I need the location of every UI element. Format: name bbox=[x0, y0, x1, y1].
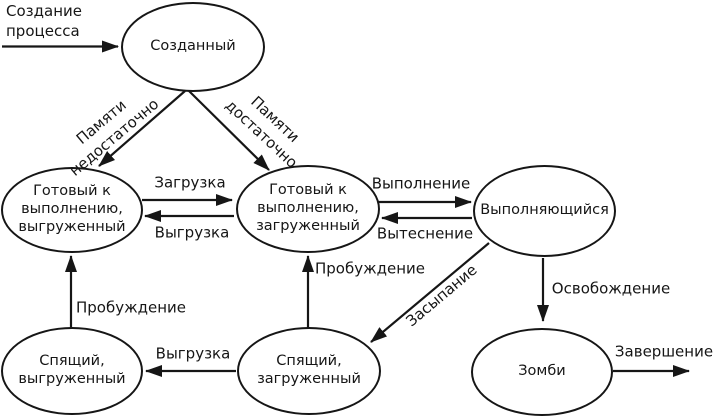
label-unload-sleeping: Выгрузка bbox=[155, 344, 231, 363]
state-sleeping-loaded: Спящий, загруженный bbox=[237, 327, 381, 415]
state-zombie-label: Зомби bbox=[518, 363, 566, 380]
label-unload-ready: Выгрузка bbox=[154, 223, 230, 242]
label-preempt: Вытеснение bbox=[376, 224, 474, 243]
label-execute: Выполнение bbox=[371, 174, 471, 193]
label-creation: Создание процесса bbox=[6, 2, 82, 40]
state-running: Выполняющийся bbox=[473, 165, 616, 257]
state-sleeping-swapped-label: Спящий, выгруженный bbox=[18, 353, 126, 387]
label-load: Загрузка bbox=[154, 173, 226, 192]
state-created: Созданный bbox=[121, 2, 265, 92]
edge-fall-asleep bbox=[370, 242, 490, 343]
state-created-label: Созданный bbox=[150, 38, 236, 55]
state-ready-swapped: Готовый к выполнению, выгруженный bbox=[1, 167, 143, 253]
state-sleeping-loaded-label: Спящий, загруженный bbox=[257, 353, 361, 387]
state-sleeping-swapped: Спящий, выгруженный bbox=[1, 327, 143, 415]
state-zombie: Зомби bbox=[471, 328, 613, 416]
label-wake-swapped: Пробуждение bbox=[75, 298, 187, 317]
edge-mem-insufficient bbox=[98, 90, 186, 167]
state-running-label: Выполняющийся bbox=[480, 202, 609, 219]
label-terminate: Завершение bbox=[614, 342, 714, 361]
state-ready-loaded: Готовый к выполнению, загруженный bbox=[236, 165, 380, 253]
state-ready-loaded-label: Готовый к выполнению, загруженный bbox=[256, 182, 360, 234]
state-ready-swapped-label: Готовый к выполнению, выгруженный bbox=[18, 183, 126, 235]
label-release: Освобождение bbox=[551, 279, 671, 298]
label-wake-loaded: Пробуждение bbox=[314, 259, 426, 278]
edge-mem-sufficient bbox=[188, 90, 270, 171]
